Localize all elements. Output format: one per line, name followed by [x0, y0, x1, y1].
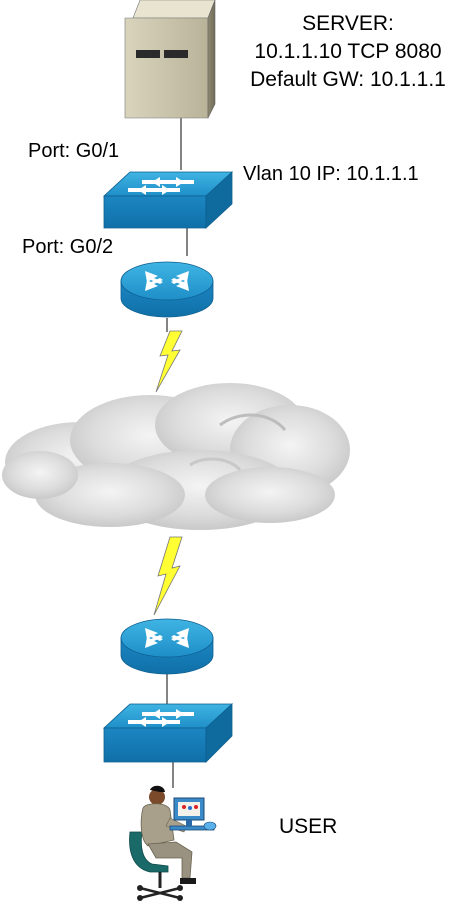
router-icon: [120, 618, 214, 675]
port-down-label: Port: G0/2: [22, 236, 114, 258]
wan-link-icon: [155, 330, 183, 393]
wan-link-icon: [153, 536, 183, 616]
user-workstation-icon: [129, 785, 217, 901]
server-info-label: SERVER: 10.1.1.10 TCP 8080 Default GW: 1…: [236, 10, 460, 94]
server-gateway: Default GW: 10.1.1.1: [250, 68, 446, 91]
user-label: USER: [279, 815, 338, 838]
server-icon: [124, 0, 216, 119]
server-title: SERVER:: [302, 12, 394, 35]
port-up-label: Port: G0/1: [28, 140, 120, 162]
switch-icon: [102, 171, 234, 229]
connection-lines: [166, 116, 188, 788]
server-address: 10.1.1.10 TCP 8080: [254, 40, 442, 63]
router-icon: [120, 261, 214, 318]
vlan-label: Vlan 10 IP: 10.1.1.1: [243, 163, 419, 185]
cloud-icon: [2, 383, 350, 530]
switch-icon: [102, 703, 234, 763]
